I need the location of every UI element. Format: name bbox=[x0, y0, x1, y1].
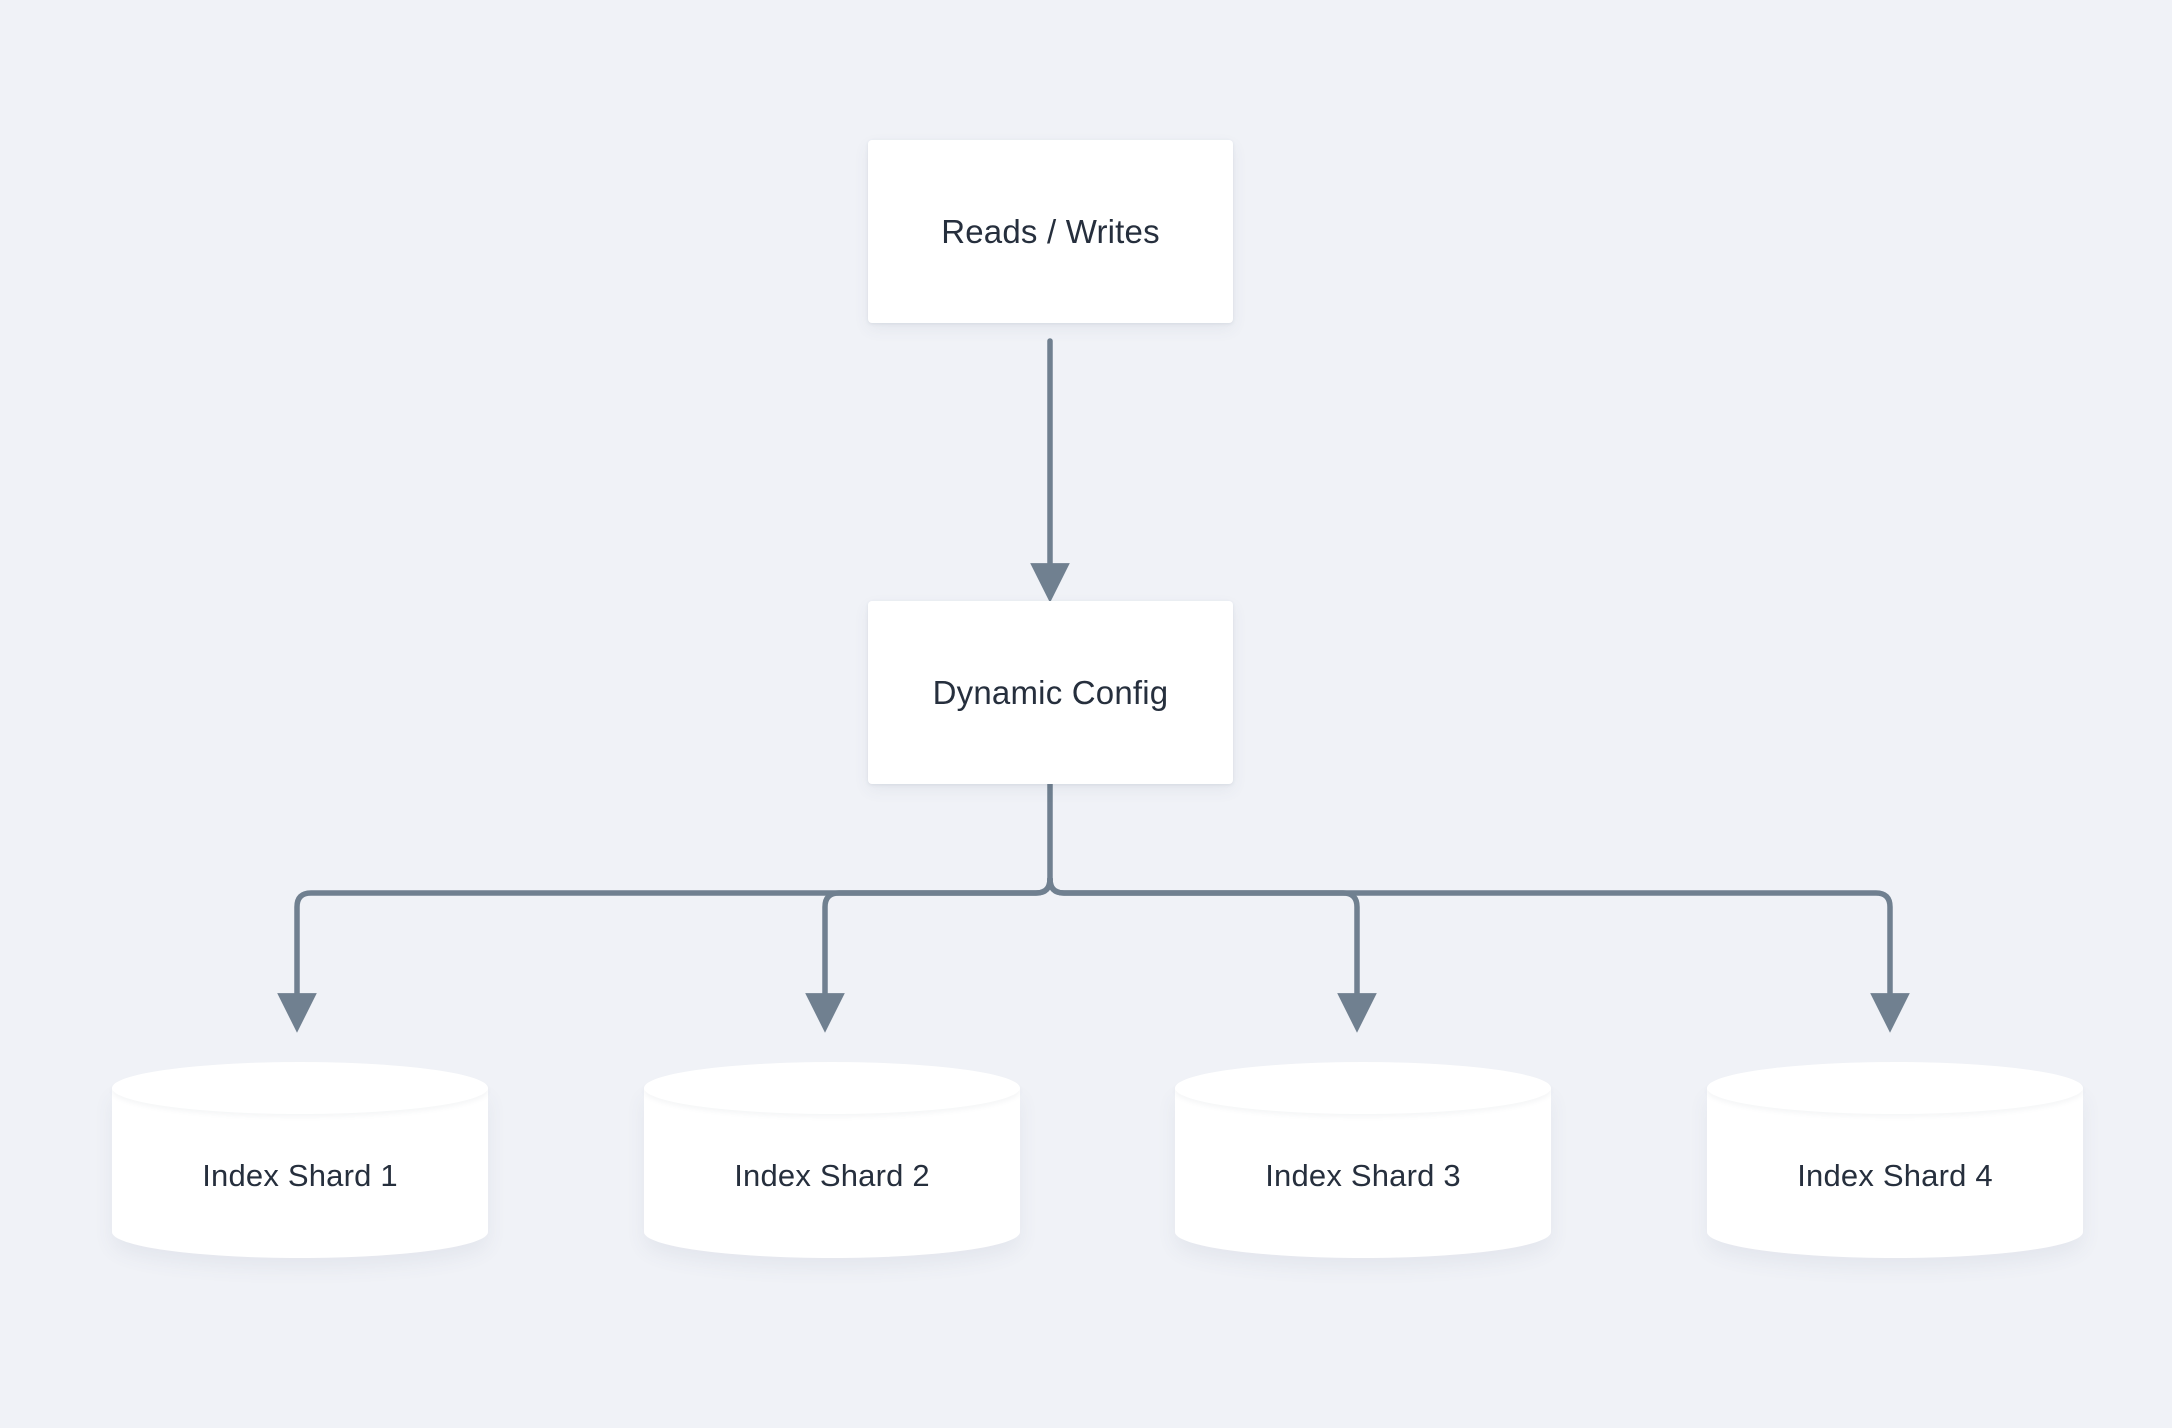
edge-router-to-shard-1 bbox=[277, 876, 1053, 1033]
node-reads-writes-label: Reads / Writes bbox=[941, 212, 1160, 250]
node-index-shard-3-label: Index Shard 3 bbox=[1265, 1158, 1461, 1193]
node-index-shard-2[interactable]: Index Shard 2 bbox=[644, 1062, 1020, 1284]
edge-router-to-shard-4 bbox=[1047, 876, 1910, 1033]
edge-router-to-shard-3 bbox=[1047, 876, 1377, 1033]
cylinder-top-icon bbox=[1707, 1062, 2083, 1114]
cylinder-top-icon bbox=[1175, 1062, 1551, 1114]
node-index-shard-4-label: Index Shard 4 bbox=[1797, 1158, 1993, 1193]
node-index-shard-3[interactable]: Index Shard 3 bbox=[1175, 1062, 1551, 1284]
node-dynamic-config-label: Dynamic Config bbox=[932, 673, 1169, 711]
node-index-shard-4[interactable]: Index Shard 4 bbox=[1707, 1062, 2083, 1284]
cylinder-top-icon bbox=[644, 1062, 1020, 1114]
node-index-shard-1[interactable]: Index Shard 1 bbox=[112, 1062, 488, 1284]
node-dynamic-config[interactable]: Dynamic Config bbox=[868, 601, 1233, 784]
node-index-shard-2-label: Index Shard 2 bbox=[734, 1158, 930, 1193]
node-reads-writes[interactable]: Reads / Writes bbox=[868, 140, 1233, 323]
edge-router-to-shard-2 bbox=[805, 876, 1053, 1033]
node-index-shard-1-label: Index Shard 1 bbox=[202, 1158, 398, 1193]
cylinder-top-icon bbox=[112, 1062, 488, 1114]
